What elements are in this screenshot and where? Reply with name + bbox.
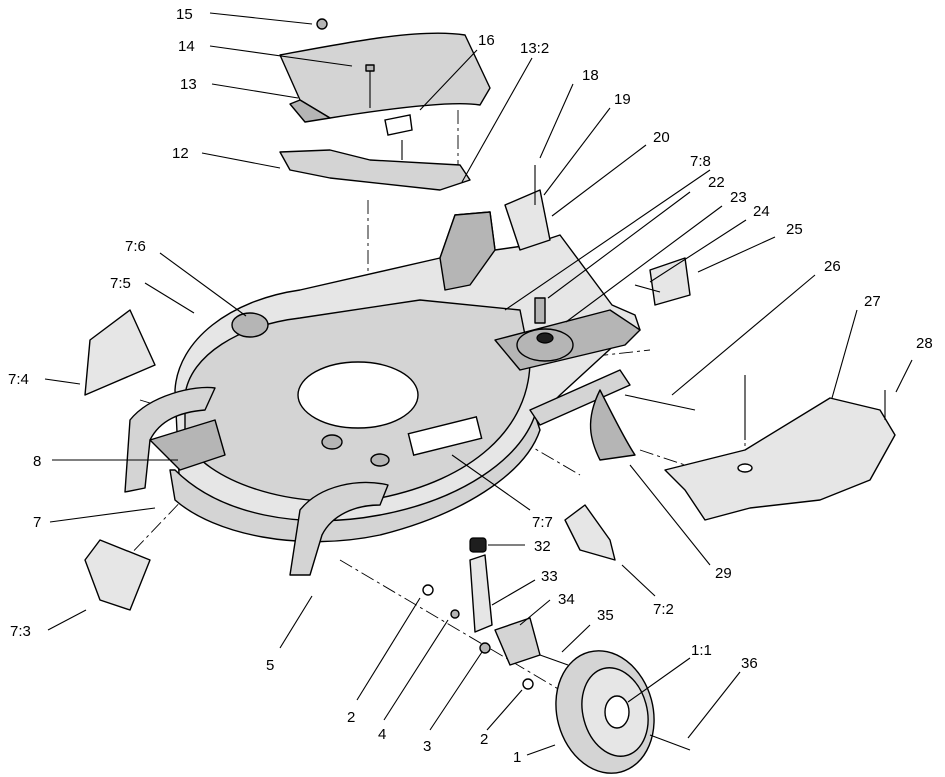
callout-18: 18 xyxy=(582,67,599,84)
deflector-7-3 xyxy=(84,539,151,611)
callout-7-7: 7:7 xyxy=(532,514,553,531)
callout-1-1: 1:1 xyxy=(691,642,712,659)
callout-26: 26 xyxy=(824,258,841,275)
callout-22: 22 xyxy=(708,174,725,191)
baffle-12 xyxy=(279,149,471,191)
callout-27: 27 xyxy=(864,293,881,310)
callout-7-8: 7:8 xyxy=(690,153,711,170)
bracket-25 xyxy=(649,257,691,306)
callout-23: 23 xyxy=(730,189,747,206)
top-cover-13 xyxy=(279,32,491,119)
callout-2-left: 2 xyxy=(347,709,355,726)
callout-3: 3 xyxy=(423,738,431,755)
callout-4: 4 xyxy=(378,726,386,743)
engine-pulley xyxy=(516,328,574,362)
callout-29: 29 xyxy=(715,565,732,582)
callout-16: 16 xyxy=(478,32,495,49)
callout-20: 20 xyxy=(653,129,670,146)
callout-7-2: 7:2 xyxy=(653,601,674,618)
callout-8: 8 xyxy=(33,453,41,470)
callout-14: 14 xyxy=(178,38,195,55)
deflector-7-4 xyxy=(84,309,156,396)
wheel-assembly xyxy=(422,537,691,774)
callout-13-2: 13:2 xyxy=(520,40,549,57)
callout-7-6: 7:6 xyxy=(125,238,146,255)
bracket-20 xyxy=(504,189,551,251)
callout-32: 32 xyxy=(534,538,551,555)
callout-2-right: 2 xyxy=(480,731,488,748)
callout-24: 24 xyxy=(753,203,770,220)
callout-33: 33 xyxy=(541,568,558,585)
callout-7: 7 xyxy=(33,514,41,531)
callout-1: 1 xyxy=(513,749,521,766)
callout-34: 34 xyxy=(558,591,575,608)
callout-labels: 15 14 13 16 13:2 12 18 19 20 7:8 22 23 2… xyxy=(8,6,933,766)
callout-7-4: 7:4 xyxy=(8,371,29,388)
bumpers xyxy=(124,386,389,576)
callout-7-5: 7:5 xyxy=(110,275,131,292)
callout-19: 19 xyxy=(614,91,631,108)
deflector-7-2 xyxy=(564,504,616,561)
side-brackets xyxy=(504,165,691,324)
deflectors xyxy=(84,309,616,611)
callout-15: 15 xyxy=(176,6,193,23)
callout-36: 36 xyxy=(741,655,758,672)
callout-28: 28 xyxy=(916,335,933,352)
callout-7-3: 7:3 xyxy=(10,623,31,640)
bracket-16 xyxy=(384,114,413,136)
height-plate-33 xyxy=(469,554,493,633)
callout-13: 13 xyxy=(180,76,197,93)
top-cover-assembly xyxy=(279,18,491,191)
callout-25: 25 xyxy=(786,221,803,238)
pivot-34 xyxy=(494,617,541,666)
rear-guard-27 xyxy=(664,397,896,521)
callout-12: 12 xyxy=(172,145,189,162)
callout-35: 35 xyxy=(597,607,614,624)
deck-housing xyxy=(169,211,641,543)
callout-5: 5 xyxy=(266,657,274,674)
front-bumper-right xyxy=(289,481,389,576)
knob-32 xyxy=(469,537,487,553)
deck-opening xyxy=(297,361,419,429)
callout-leaders xyxy=(44,12,913,756)
rear-guard xyxy=(624,375,896,521)
front-bumper-left xyxy=(124,386,216,493)
